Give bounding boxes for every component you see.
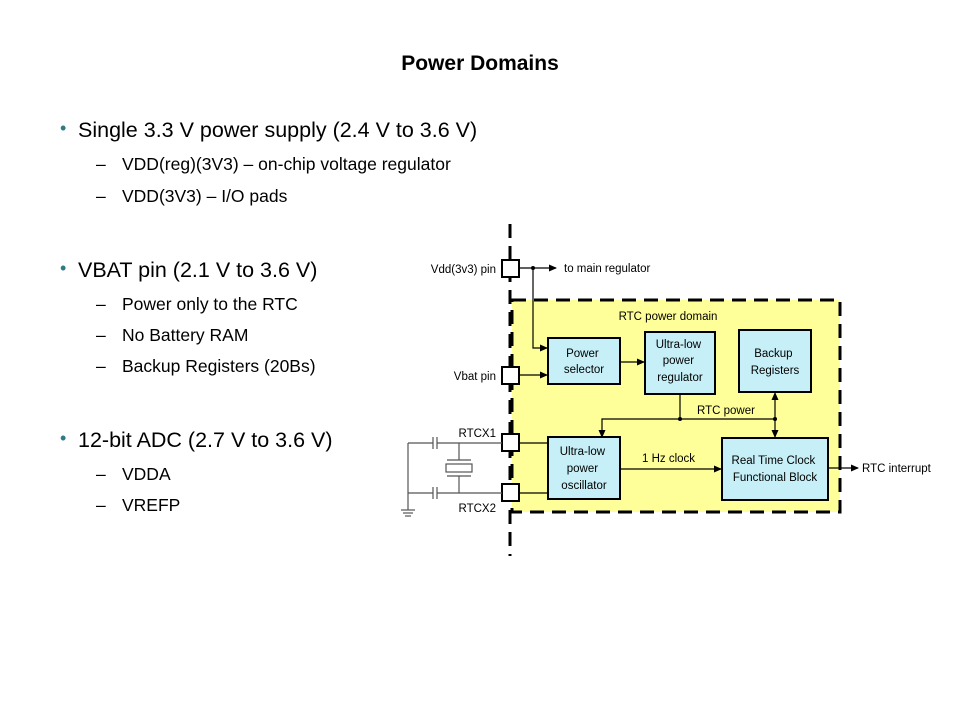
rtc-functional-block [721, 437, 829, 501]
dash-icon: – [96, 186, 106, 206]
rtc-power-label: RTC power [697, 405, 755, 417]
pin-rtcx1-label: RTCX1 [459, 428, 497, 440]
dash-icon: – [96, 325, 106, 345]
pin-rtcx2-label: RTCX2 [459, 503, 497, 515]
ulp-regulator-label: Ultra-low power regulator [656, 339, 705, 384]
bullet-dot-icon: • [60, 428, 67, 448]
subitem-text: Backup Registers (20Bs) [122, 356, 316, 376]
bullet-text: 12-bit ADC (2.7 V to 3.6 V) [78, 428, 333, 452]
pin-vbat [501, 366, 520, 385]
dash-icon: – [96, 294, 106, 314]
domain-label: RTC power domain [619, 311, 718, 323]
bullet-dot-icon: • [60, 258, 67, 278]
slide-title: Power Domains [401, 52, 559, 75]
dash-icon: – [96, 464, 106, 484]
bullet-dot-icon: • [60, 118, 67, 138]
subitem-text: VDD(3V3) – I/O pads [122, 186, 288, 206]
subitem-text: VDDA [122, 464, 171, 484]
subitem-text: VREFP [122, 495, 181, 515]
power-selector-label: Power selector [564, 348, 604, 376]
bullet-text: VBAT pin (2.1 V to 3.6 V) [78, 258, 318, 282]
rtc-functional-label: Real Time Clock Functional Block [732, 455, 819, 484]
power-selector-block [547, 337, 621, 385]
backup-registers-label: Backup Registers [751, 348, 800, 377]
junction-dot [678, 417, 682, 421]
wire-rtc-power-bus [598, 418, 775, 438]
to-main-regulator-label: to main regulator [564, 263, 650, 275]
wire-vdd-to-selector [532, 268, 548, 352]
pin-rtcx1 [501, 433, 520, 452]
clock-1hz-label: 1 Hz clock [642, 453, 695, 465]
bullet-text: Single 3.3 V power supply (2.4 V to 3.6 … [78, 118, 478, 142]
ulp-regulator-block [644, 331, 716, 395]
pin-rtcx2 [501, 483, 520, 502]
backup-registers-block [738, 329, 812, 393]
ulp-oscillator-label: Ultra-low power oscillator [560, 446, 609, 492]
subitem-text: VDD(reg)(3V3) – on-chip voltage regulato… [122, 154, 451, 174]
rtc-interrupt-label: RTC interrupt [862, 463, 932, 475]
dash-icon: – [96, 154, 106, 174]
crystal-circuit [401, 437, 502, 517]
ulp-oscillator-block [547, 436, 621, 500]
crystal-icon [446, 464, 472, 472]
pin-vdd [501, 259, 520, 278]
subitem-text: Power only to the RTC [122, 294, 298, 314]
pin-vdd-label: Vdd(3v3) pin [431, 264, 496, 276]
subitem-text: No Battery RAM [122, 325, 249, 345]
dash-icon: – [96, 356, 106, 376]
pin-vbat-label: Vbat pin [454, 371, 496, 383]
dash-icon: – [96, 495, 106, 515]
